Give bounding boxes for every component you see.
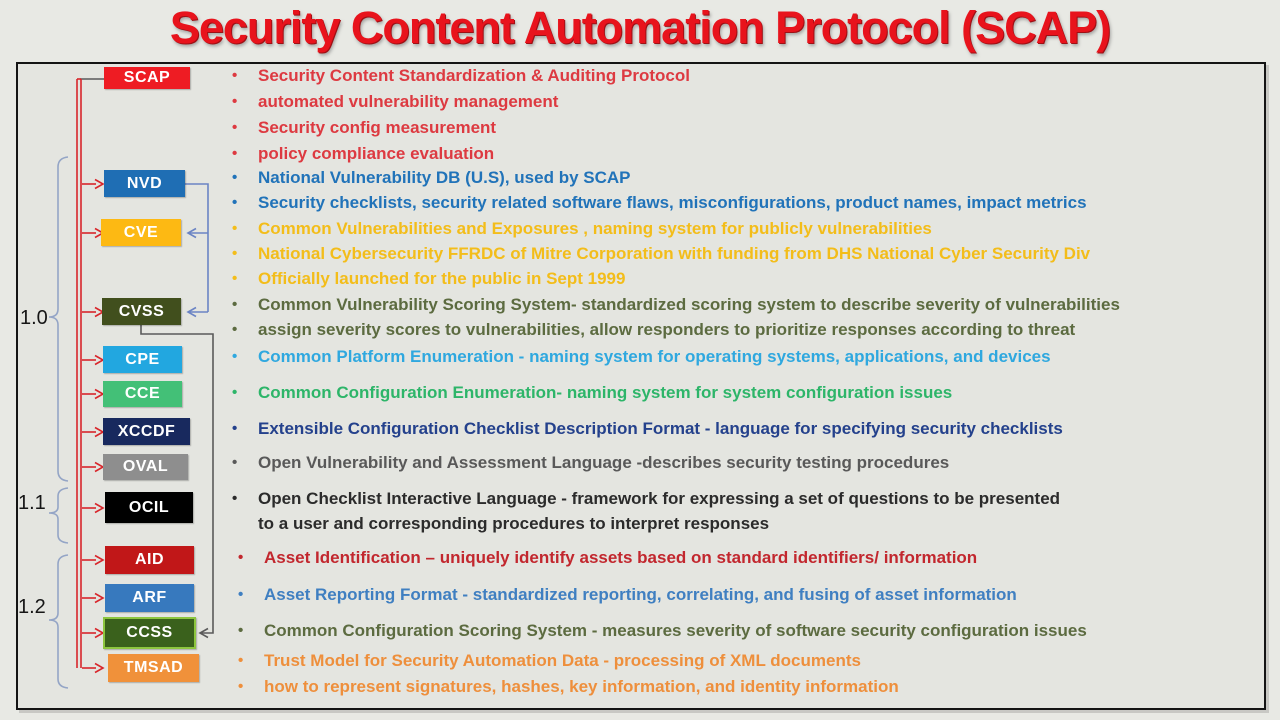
bullet-dot: • xyxy=(232,296,238,313)
bullet-dot: • xyxy=(232,420,238,437)
diagram-frame xyxy=(16,62,1266,710)
bullet-scap-0: • Security Content Standardization & Audi… xyxy=(232,66,690,86)
bullet-text: Extensible Configuration Checklist Descr… xyxy=(258,419,1063,438)
bullet-cvss-9: • Common Vulnerability Scoring System- st… xyxy=(232,295,1120,315)
bullet-dot: • xyxy=(232,384,238,401)
bullet-text: National Vulnerability DB (U.S), used by… xyxy=(258,168,631,187)
bullet-text: assign severity scores to vulnerabilitie… xyxy=(258,320,1076,339)
version-label-1-0: 1.0 xyxy=(20,307,48,329)
bullet-dot: • xyxy=(232,119,238,136)
bullet-dot: • xyxy=(232,93,238,110)
bullet-text: Security Content Standardization & Audit… xyxy=(258,66,690,85)
bullet-cve-8: • Officially launched for the public in S… xyxy=(232,269,625,289)
node-arf: ARF xyxy=(105,584,194,612)
bullet-text: Common Configuration Scoring System - me… xyxy=(264,621,1087,640)
node-scap: SCAP xyxy=(104,67,190,89)
bullet-cpe-11: • Common Platform Enumeration - naming sy… xyxy=(232,347,1051,367)
bullet-dot: • xyxy=(232,145,238,162)
node-nvd: NVD xyxy=(104,170,185,197)
bullet-oval-14: • Open Vulnerability and Assessment Langu… xyxy=(232,453,949,473)
node-ocil: OCIL xyxy=(105,492,193,523)
bullet-dot: • xyxy=(232,321,238,338)
bullet-text: Security config measurement xyxy=(258,118,497,137)
bullet-text: automated vulnerability management xyxy=(258,92,559,111)
bullet-dot: • xyxy=(232,270,238,287)
bullet-text: Trust Model for Security Automation Data… xyxy=(264,651,861,670)
node-cpe: CPE xyxy=(103,346,182,373)
bullet-text: Asset Identification – uniquely identify… xyxy=(264,548,978,567)
bullet-tmsad-20: • how to represent signatures, hashes, ke… xyxy=(238,677,899,697)
version-label-1-2: 1.2 xyxy=(18,596,46,618)
bullet-dot: • xyxy=(238,586,244,603)
bullet-dot: • xyxy=(238,652,244,669)
version-label-1-1: 1.1 xyxy=(18,492,46,514)
bullet-dot: • xyxy=(232,454,238,471)
bullet-text: Security checklists, security related so… xyxy=(258,193,1087,212)
bullet-dot: • xyxy=(238,549,244,566)
bullet-arf-17: • Asset Reporting Format - standardized r… xyxy=(238,585,1017,605)
node-ccss: CCSS xyxy=(103,617,196,649)
bullet-dot: • xyxy=(238,622,244,639)
bullet-text: Open Vulnerability and Assessment Langua… xyxy=(258,453,950,472)
bullet-cvss-10: • assign severity scores to vulnerabiliti… xyxy=(232,320,1075,340)
bullet-text: Officially launched for the public in Se… xyxy=(258,269,626,288)
bullet-text: policy compliance evaluation xyxy=(258,144,495,163)
bullet-ocil-15: • Open Checklist Interactive Language - f… xyxy=(232,489,1060,534)
bullet-text: Common Configuration Enumeration- naming… xyxy=(258,383,953,402)
bullet-cve-7: • National Cybersecurity FFRDC of Mitre C… xyxy=(232,244,1090,264)
bullet-nvd-4: • National Vulnerability DB (U.S), used b… xyxy=(232,168,630,188)
bullet-text: Common Vulnerabilities and Exposures , n… xyxy=(258,219,932,238)
bullet-ccss-18: • Common Configuration Scoring System - m… xyxy=(238,621,1087,641)
node-tmsad: TMSAD xyxy=(108,654,199,682)
bullet-text: Common Vulnerability Scoring System- sta… xyxy=(258,295,1120,314)
node-oval: OVAL xyxy=(103,454,188,480)
bullet-text: how to represent signatures, hashes, key… xyxy=(264,677,899,696)
bullet-xccdf-13: • Extensible Configuration Checklist Desc… xyxy=(232,419,1063,439)
bullet-dot: • xyxy=(232,490,238,507)
bullet-dot: • xyxy=(232,348,238,365)
bullet-cve-6: • Common Vulnerabilities and Exposures , … xyxy=(232,219,932,239)
bullet-cce-12: • Common Configuration Enumeration- namin… xyxy=(232,383,952,403)
page-title: Security Content Automation Protocol (SC… xyxy=(169,2,1111,53)
node-cve: CVE xyxy=(101,219,181,246)
bullet-scap-1: • automated vulnerability management xyxy=(232,92,558,112)
node-aid: AID xyxy=(105,546,194,574)
bullet-dot: • xyxy=(232,169,238,186)
bullet-dot: • xyxy=(232,194,238,211)
bullet-text: Open Checklist Interactive Language - fr… xyxy=(258,489,1061,533)
node-xccdf: XCCDF xyxy=(103,418,190,445)
bullet-text: Common Platform Enumeration - naming sys… xyxy=(258,347,1051,366)
bullet-text: Asset Reporting Format - standardized re… xyxy=(264,585,1017,604)
bullet-text: National Cybersecurity FFRDC of Mitre Co… xyxy=(258,244,1091,263)
bullet-tmsad-19: • Trust Model for Security Automation Dat… xyxy=(238,651,861,671)
bullet-dot: • xyxy=(238,678,244,695)
bullet-nvd-5: • Security checklists, security related s… xyxy=(232,193,1087,213)
bullet-dot: • xyxy=(232,245,238,262)
bullet-text-line2: to a user and corresponding procedures t… xyxy=(258,514,770,533)
bullet-scap-2: • Security config measurement xyxy=(232,118,496,138)
bullet-scap-3: • policy compliance evaluation xyxy=(232,144,494,164)
bullet-dot: • xyxy=(232,220,238,237)
bullet-aid-16: • Asset Identification – uniquely identif… xyxy=(238,548,977,568)
node-cce: CCE xyxy=(103,381,182,407)
node-cvss: CVSS xyxy=(102,298,181,325)
bullet-dot: • xyxy=(232,67,238,84)
